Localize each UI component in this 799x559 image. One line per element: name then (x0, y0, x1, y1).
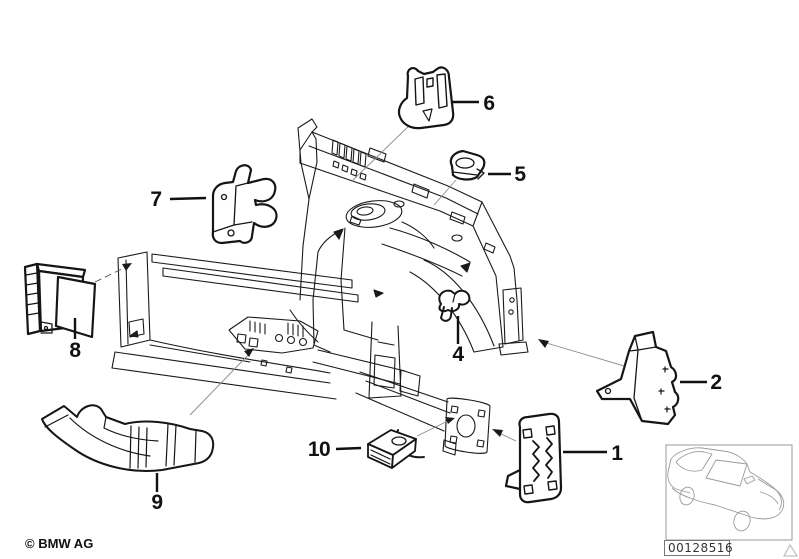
car-icon (667, 447, 785, 532)
part-10-spacer-block[interactable] (367, 429, 417, 469)
callout-9[interactable]: 9 (151, 491, 163, 514)
triangle-icon (783, 544, 798, 557)
part-1-mounting-plate[interactable] (504, 412, 563, 504)
part-9-air-duct[interactable] (41, 404, 215, 472)
part-8-support-bracket[interactable] (23, 262, 97, 339)
callout-6[interactable]: 6 (483, 92, 495, 115)
copyright-text: © BMW AG (25, 536, 94, 551)
callout-8[interactable]: 8 (69, 339, 81, 362)
callout-10[interactable]: 10 (307, 438, 331, 461)
reference-leader-lines (94, 120, 642, 442)
callout-7[interactable]: 7 (150, 188, 162, 211)
callout-1[interactable]: 1 (611, 442, 623, 465)
callout-2[interactable]: 2 (710, 371, 722, 394)
callout-5[interactable]: 5 (514, 163, 526, 186)
part-4-clip[interactable] (438, 289, 471, 322)
callout-leader-lines (73, 100, 707, 492)
part-2-bracket-right[interactable] (595, 330, 680, 426)
part-7-engine-support-bracket[interactable] (211, 164, 278, 245)
part-6-bracket-top[interactable] (397, 66, 455, 130)
vehicle-thumbnail-box (665, 444, 793, 541)
part-5-cap[interactable] (449, 149, 486, 181)
callout-4[interactable]: 4 (452, 343, 464, 366)
document-number: 00128516 (664, 540, 733, 556)
